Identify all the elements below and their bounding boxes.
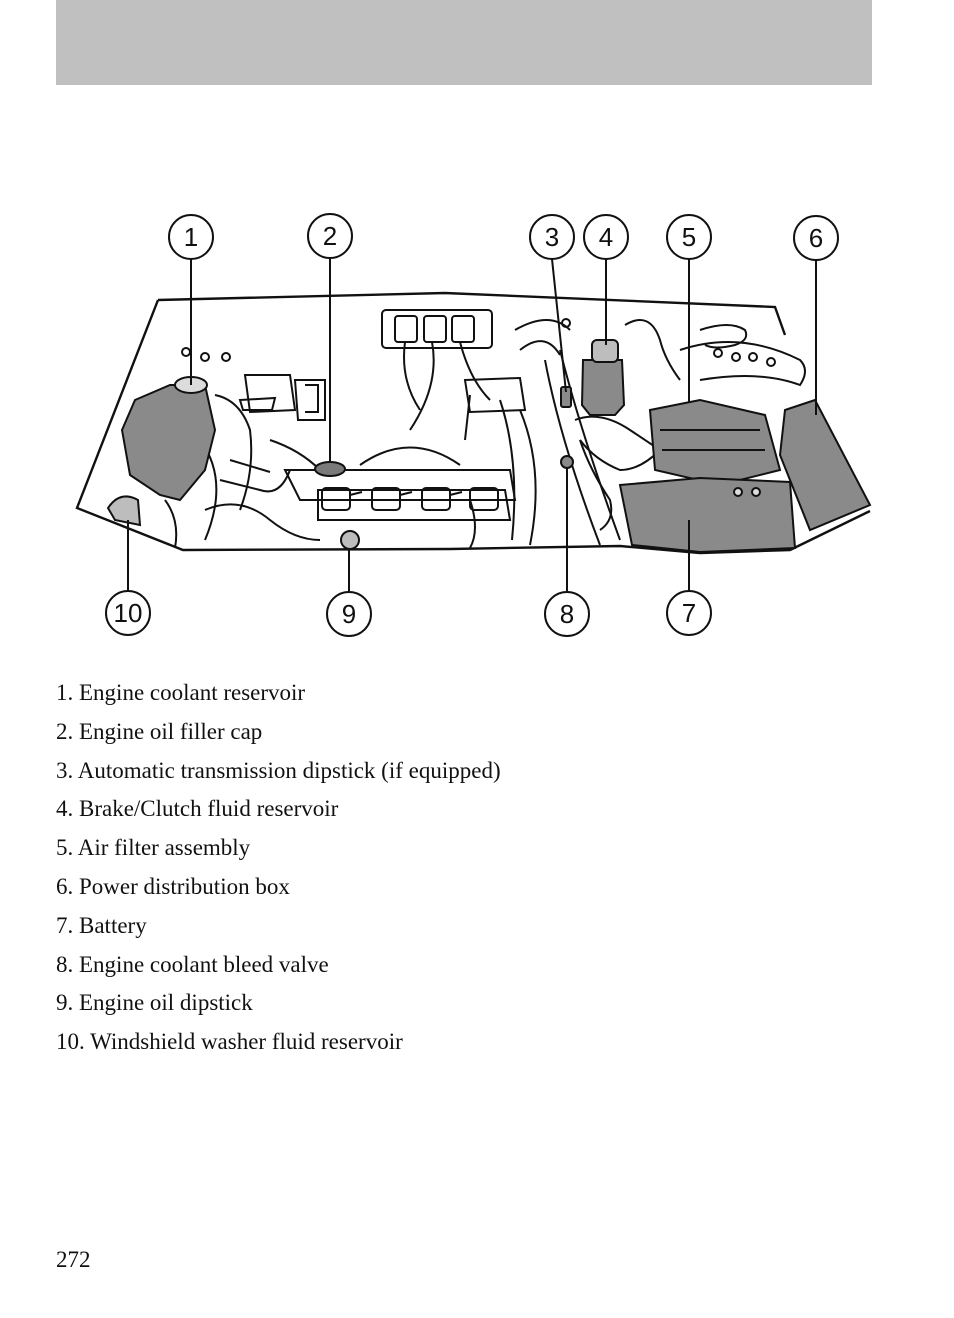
callout-5: 5 [666, 214, 712, 260]
svg-text:9: 9 [342, 599, 356, 629]
component-legend: 1. Engine coolant reservoir 2. Engine oi… [56, 674, 501, 1062]
svg-text:5: 5 [682, 222, 696, 252]
callout-1: 1 [168, 214, 214, 260]
oil-filler-cap-shape [314, 461, 346, 477]
battery-shape [618, 476, 797, 554]
legend-item: 4. Brake/Clutch fluid reservoir [56, 796, 339, 822]
coolant-reservoir-shape [120, 376, 217, 502]
svg-text:6: 6 [809, 223, 823, 253]
legend-item: 10. Windshield washer fluid reservoir [56, 1029, 403, 1055]
svg-text:8: 8 [560, 599, 574, 629]
callout-3: 3 [529, 214, 575, 260]
leader-lines [127, 258, 817, 591]
engine-bay-outline [75, 291, 871, 555]
callout-9: 9 [326, 591, 372, 637]
callout-2: 2 [307, 213, 353, 259]
power-distribution-box-shape [778, 398, 872, 532]
header-bar [56, 0, 872, 85]
svg-text:2: 2 [323, 221, 337, 251]
page-number: 272 [56, 1247, 91, 1272]
legend-item: 2. Engine oil filler cap [56, 718, 263, 744]
legend-item: 8. Engine coolant bleed valve [56, 951, 329, 977]
callout-7: 7 [666, 590, 712, 636]
callout-10: 10 [105, 590, 151, 636]
air-filter-shape [648, 398, 782, 487]
svg-text:7: 7 [682, 598, 696, 628]
callout-8: 8 [544, 591, 590, 637]
callout-4: 4 [583, 214, 629, 260]
svg-text:3: 3 [545, 222, 559, 252]
washer-reservoir-shape [106, 495, 142, 527]
engine-compartment-diagram: 1 2 3 4 5 6 10 9 8 7 [75, 213, 872, 637]
svg-text:1: 1 [184, 222, 198, 252]
brake-reservoir-shape [580, 339, 626, 416]
svg-text:10: 10 [114, 598, 143, 628]
legend-item: 7. Battery [56, 912, 147, 938]
legend-item: 6. Power distribution box [56, 873, 290, 899]
oil-dipstick-shape [340, 530, 360, 550]
svg-text:4: 4 [599, 222, 613, 252]
callout-6: 6 [793, 215, 839, 261]
legend-item: 3. Automatic transmission dipstick (if e… [56, 757, 501, 783]
legend-item: 5. Air filter assembly [56, 835, 251, 861]
bleed-valve-shape [560, 455, 574, 469]
legend-item: 1. Engine coolant reservoir [56, 680, 306, 705]
legend-item: 9. Engine oil dipstick [56, 990, 253, 1016]
